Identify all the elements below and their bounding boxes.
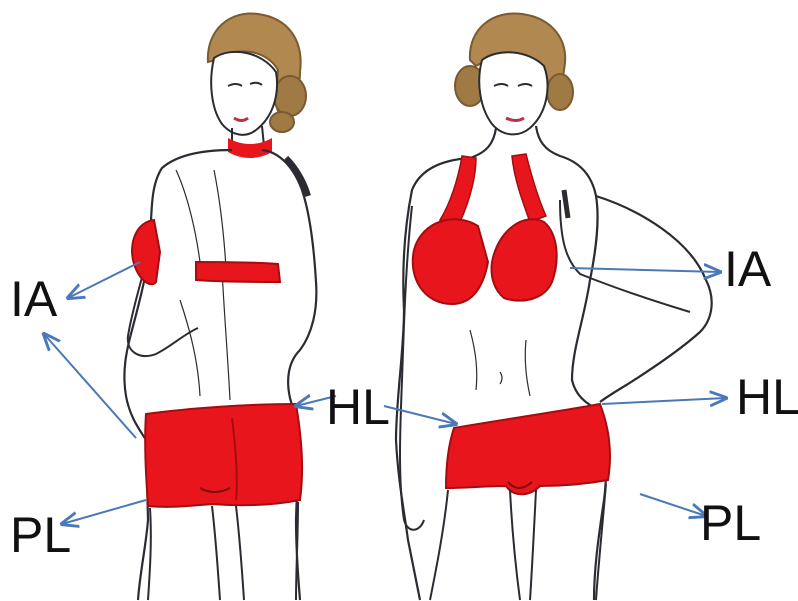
back-figure-body-outline <box>124 150 316 600</box>
arrow-front-hl <box>602 398 726 404</box>
arrow-back-ia-up <box>44 334 136 438</box>
back-figure-choker <box>228 138 272 158</box>
front-figure-shorts <box>446 404 610 494</box>
front-figure-bra <box>413 154 557 304</box>
label-front-ia: IA <box>724 241 772 297</box>
arrow-back-pl <box>62 500 146 524</box>
label-back-ia: IA <box>10 271 58 327</box>
arrow-hl-front <box>384 406 456 424</box>
label-center-hl: HL <box>326 379 390 435</box>
back-figure-face <box>211 52 277 135</box>
front-view-figure <box>396 13 712 600</box>
back-figure-bra-cup <box>132 220 160 284</box>
front-figure-body-outline <box>396 126 606 600</box>
front-figure-face <box>479 52 547 134</box>
label-back-pl: PL <box>10 507 71 563</box>
arrow-back-ia <box>68 262 140 298</box>
arrow-front-pl <box>640 494 706 516</box>
back-figure-bra-band <box>196 262 280 282</box>
label-front-hl: HL <box>736 369 798 425</box>
back-view-figure <box>124 13 316 600</box>
label-front-pl: PL <box>700 495 761 551</box>
